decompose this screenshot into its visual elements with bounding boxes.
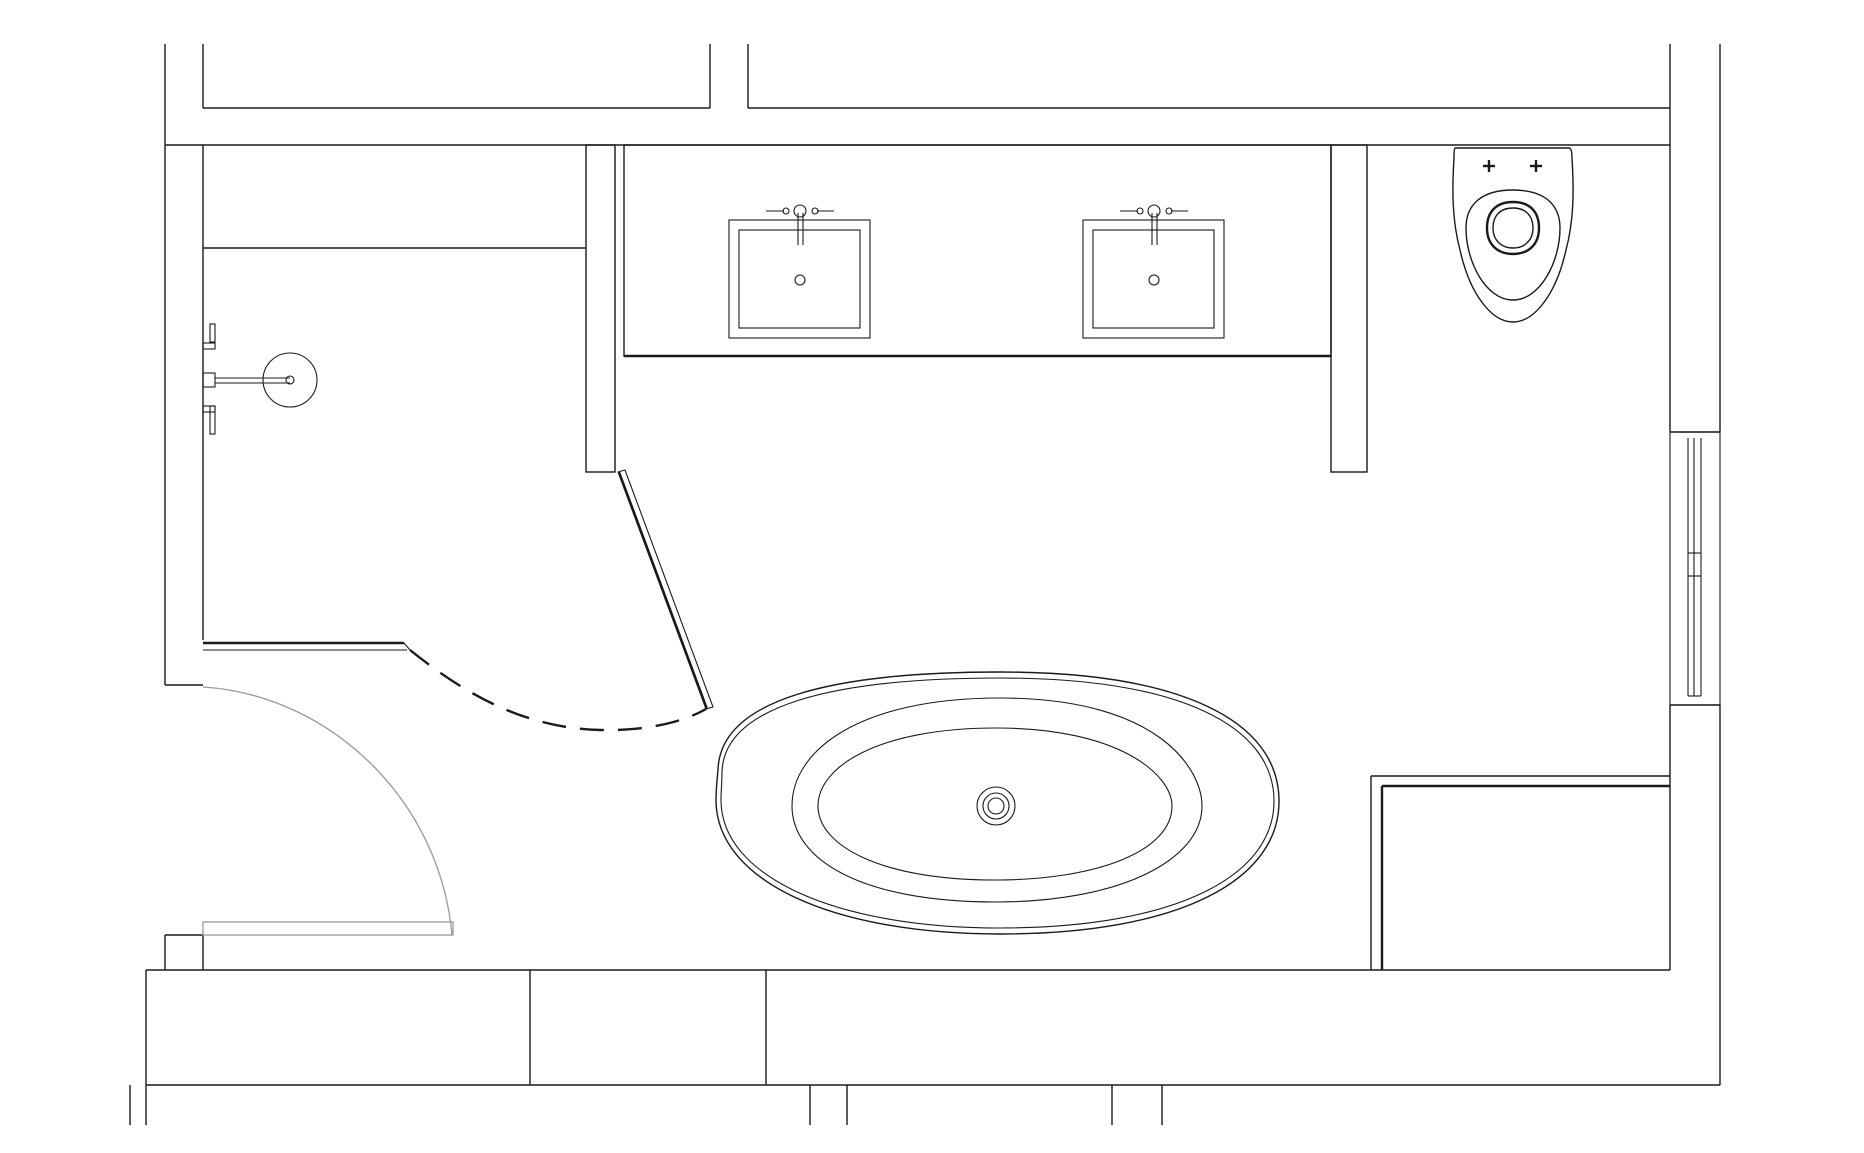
shower-drain (262, 352, 318, 408)
entry-door (202, 686, 454, 936)
window (1669, 431, 1721, 706)
bathtub-drain (976, 786, 1016, 826)
walk-in-shower (202, 323, 714, 732)
faucet-left (766, 204, 834, 245)
wall-hung-toilet (1452, 147, 1574, 323)
basin-left (728, 204, 871, 339)
faucet-right (1120, 204, 1188, 245)
flush-button-icon (1483, 160, 1542, 172)
basin-right (1082, 204, 1225, 339)
freestanding-bathtub (715, 671, 1280, 935)
partition-walls (203, 144, 1368, 473)
storage-cabinet (1370, 775, 1670, 970)
walls (129, 44, 1721, 1125)
shower-mixer (202, 323, 295, 435)
double-vanity (623, 144, 1332, 358)
